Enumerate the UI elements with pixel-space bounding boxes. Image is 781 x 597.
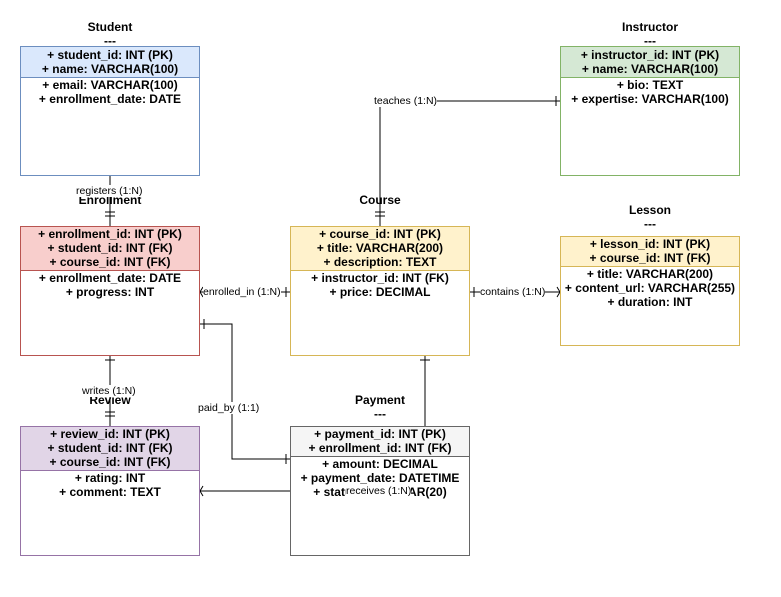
lesson-field: + lesson_id: INT (PK) — [589, 237, 711, 251]
student-field: + name: VARCHAR(100) — [41, 62, 179, 76]
payment-field: + amount: DECIMAL — [322, 457, 438, 471]
lesson-field: + content_url: VARCHAR(255) — [564, 281, 736, 295]
review-field: + review_id: INT (PK) — [50, 427, 170, 441]
contains-label: contains (1:N) — [480, 286, 546, 298]
receives-label: receives (1:N) — [346, 485, 412, 497]
teaches-line — [379, 100, 560, 226]
review-field: + course_id: INT (FK) — [49, 455, 171, 469]
payment-field: + payment_id: INT (PK) — [314, 427, 446, 441]
payment-dashes: --- — [374, 407, 386, 421]
enrollment-box[interactable]: + enrollment_id: INT (PK) + student_id: … — [20, 226, 200, 356]
instructor-field: + instructor_id: INT (PK) — [580, 48, 720, 62]
writes-label: writes (1:N) — [82, 385, 136, 397]
payment-field: + payment_date: DATETIME — [300, 471, 460, 485]
lesson-field: + duration: INT — [607, 295, 693, 309]
instructor-title: Instructor — [621, 20, 678, 34]
course-title: Course — [359, 193, 401, 207]
lesson-key-band: + lesson_id: INT (PK) + course_id: INT (… — [561, 237, 739, 267]
payment-key-band: + payment_id: INT (PK) + enrollment_id: … — [291, 427, 469, 457]
student-field: + enrollment_date: DATE — [38, 92, 182, 106]
payment-title: Payment — [354, 393, 406, 407]
review-box[interactable]: + review_id: INT (PK) + student_id: INT … — [20, 426, 200, 556]
teaches-label: teaches (1:N) — [374, 95, 438, 107]
student-box[interactable]: + student_id: INT (PK) + name: VARCHAR(1… — [20, 46, 200, 176]
instructor-field: + name: VARCHAR(100) — [581, 62, 719, 76]
review-field: + rating: INT — [74, 471, 146, 485]
instructor-field: + expertise: VARCHAR(100) — [571, 92, 729, 106]
student-field: + student_id: INT (PK) — [47, 48, 173, 62]
enrollment-key-band: + enrollment_id: INT (PK) + student_id: … — [21, 227, 199, 271]
student-field: + email: VARCHAR(100) — [42, 78, 178, 92]
course-field: + instructor_id: INT (FK) — [311, 271, 449, 285]
student-key-band: + student_id: INT (PK) + name: VARCHAR(1… — [21, 47, 199, 78]
course-key-band: + course_id: INT (PK) + title: VARCHAR(2… — [291, 227, 469, 271]
paid-by-label: paid_by (1:1) — [198, 402, 260, 414]
lesson-box[interactable]: + lesson_id: INT (PK) + course_id: INT (… — [560, 236, 740, 346]
instructor-field: + bio: TEXT — [616, 78, 684, 92]
course-field: + title: VARCHAR(200) — [316, 241, 444, 255]
instructor-box[interactable]: + instructor_id: INT (PK) + name: VARCHA… — [560, 46, 740, 176]
lesson-title: Lesson — [628, 203, 671, 217]
enrollment-field: + course_id: INT (FK) — [49, 255, 171, 269]
lesson-field: + course_id: INT (FK) — [589, 251, 711, 265]
lesson-dashes: --- — [644, 217, 656, 231]
enrolled-in-label: enrolled_in (1:N) — [203, 286, 281, 298]
review-field: + student_id: INT (FK) — [47, 441, 173, 455]
course-box[interactable]: + course_id: INT (PK) + title: VARCHAR(2… — [290, 226, 470, 356]
review-key-band: + review_id: INT (PK) + student_id: INT … — [21, 427, 199, 471]
payment-field: + enrollment_id: INT (FK) — [308, 441, 452, 455]
course-field: + course_id: INT (PK) — [319, 227, 441, 241]
student-dashes: --- — [104, 34, 116, 48]
enrollment-field: + enrollment_date: DATE — [38, 271, 182, 285]
paid-by-line — [200, 323, 290, 460]
enrollment-field: + student_id: INT (FK) — [47, 241, 173, 255]
registers-label: registers (1:N) — [76, 185, 143, 197]
course-field: + price: DECIMAL — [329, 285, 431, 299]
instructor-dashes: --- — [644, 34, 656, 48]
enrollment-field: + enrollment_id: INT (PK) — [38, 227, 182, 241]
instructor-key-band: + instructor_id: INT (PK) + name: VARCHA… — [561, 47, 739, 78]
course-field: + description: TEXT — [323, 255, 437, 269]
payment-box[interactable]: + payment_id: INT (PK) + enrollment_id: … — [290, 426, 470, 556]
student-title: Student — [87, 20, 133, 34]
lesson-field: + title: VARCHAR(200) — [586, 267, 714, 281]
enrollment-field: + progress: INT — [65, 285, 155, 299]
review-field: + comment: TEXT — [59, 485, 161, 499]
